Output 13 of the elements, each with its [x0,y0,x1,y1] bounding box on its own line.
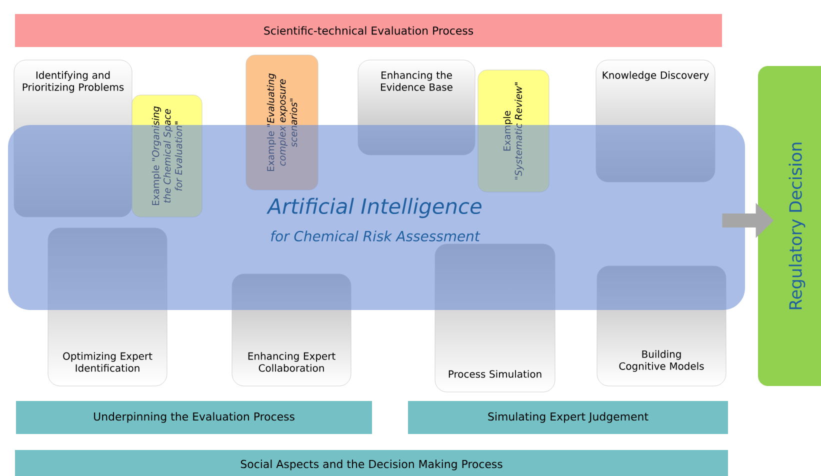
category-bar: Simulating Expert Judgement [408,401,728,434]
topic-box: Process Simulation [434,244,556,392]
category-bar: Social Aspects and the Decision Making Process [15,450,728,476]
decision-box: Regulatory Decision [758,66,821,386]
topic-box: Enhancing Expert Collaboration [232,274,352,386]
topic-box: Knowledge Discovery [596,60,716,182]
topic-box: Enhancing the Evidence Base [358,60,476,156]
header-bar: Scientific-technical Evaluation Process [15,14,722,47]
example-box: Example "Systematic Review" [478,70,550,192]
topic-box: Identifying and Prioritizing Problems [14,60,132,218]
category-bar: Underpinning the Evaluation Process [16,401,372,434]
topic-box: Building Cognitive Models [596,266,726,386]
topic-box: Optimizing Expert Identification [48,228,168,386]
